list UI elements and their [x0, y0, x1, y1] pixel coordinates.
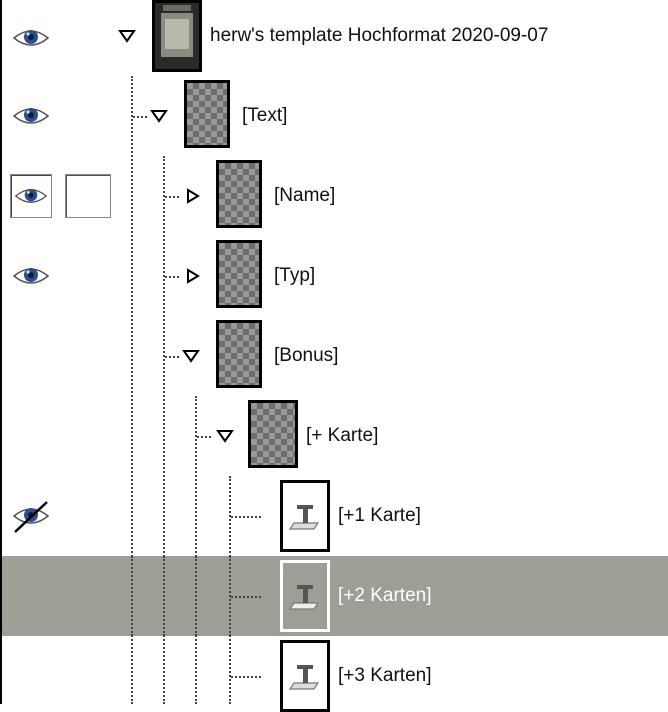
tree-branch — [165, 356, 179, 358]
tree-branch — [231, 676, 261, 678]
tree-line — [229, 556, 231, 636]
tree-branch — [231, 516, 261, 518]
eye-icon[interactable] — [10, 254, 52, 298]
layer-name[interactable]: [+ Karte] — [306, 425, 379, 446]
layer-name[interactable]: [+3 Karten] — [338, 665, 432, 686]
tree-line — [195, 556, 197, 636]
tree-branch — [133, 116, 147, 118]
eye-icon[interactable] — [10, 16, 52, 60]
chevron-down-icon[interactable] — [216, 429, 234, 443]
chevron-down-icon[interactable] — [182, 349, 200, 363]
tree-branch — [165, 196, 179, 198]
tree-branch — [231, 596, 261, 598]
tree-line — [195, 396, 197, 704]
layer-name[interactable]: [Bonus] — [274, 345, 339, 366]
tree-branch — [165, 276, 179, 278]
layer-row[interactable]: [Text] — [2, 76, 668, 156]
group-icon — [184, 80, 230, 148]
layer-row[interactable]: [Name] — [2, 156, 668, 236]
eye-hidden-icon[interactable] — [10, 494, 52, 538]
group-icon — [216, 320, 262, 388]
eye-icon[interactable] — [10, 94, 52, 138]
layer-name[interactable]: [+2 Karten] — [338, 585, 432, 606]
group-icon — [216, 160, 262, 228]
layer-name[interactable]: [Typ] — [274, 265, 316, 286]
text-layer-icon — [280, 640, 330, 712]
tree-line — [131, 76, 133, 704]
tree-line — [163, 156, 165, 704]
chevron-down-icon[interactable] — [118, 29, 136, 43]
layer-name[interactable]: [+1 Karte] — [338, 505, 421, 526]
layer-row[interactable]: [Typ] — [2, 236, 668, 316]
layer-row[interactable]: [Bonus] — [2, 316, 668, 396]
group-icon — [248, 400, 298, 468]
layer-name[interactable]: herw's template Hochformat 2020-09-07 — [210, 25, 549, 46]
link-toggle[interactable] — [65, 174, 111, 218]
eye-icon[interactable] — [10, 174, 52, 218]
layer-row[interactable]: [+1 Karte] — [2, 476, 668, 556]
layer-row-selected[interactable]: [+2 Karten] — [2, 556, 668, 636]
layer-row[interactable]: [+3 Karten] — [2, 636, 668, 712]
image-icon — [152, 0, 202, 72]
layer-row[interactable]: [+ Karte] — [2, 396, 668, 476]
layer-name[interactable]: [Text] — [242, 105, 288, 126]
text-layer-icon — [280, 480, 330, 552]
chevron-right-icon[interactable] — [186, 268, 200, 284]
group-icon — [216, 240, 262, 308]
chevron-right-icon[interactable] — [186, 188, 200, 204]
text-layer-icon — [280, 560, 330, 632]
tree-branch — [197, 436, 211, 438]
tree-line — [131, 556, 133, 636]
layer-row[interactable]: herw's template Hochformat 2020-09-07 — [2, 0, 668, 80]
layer-name[interactable]: [Name] — [274, 185, 336, 206]
tree-line — [163, 556, 165, 636]
chevron-down-icon[interactable] — [150, 109, 168, 123]
